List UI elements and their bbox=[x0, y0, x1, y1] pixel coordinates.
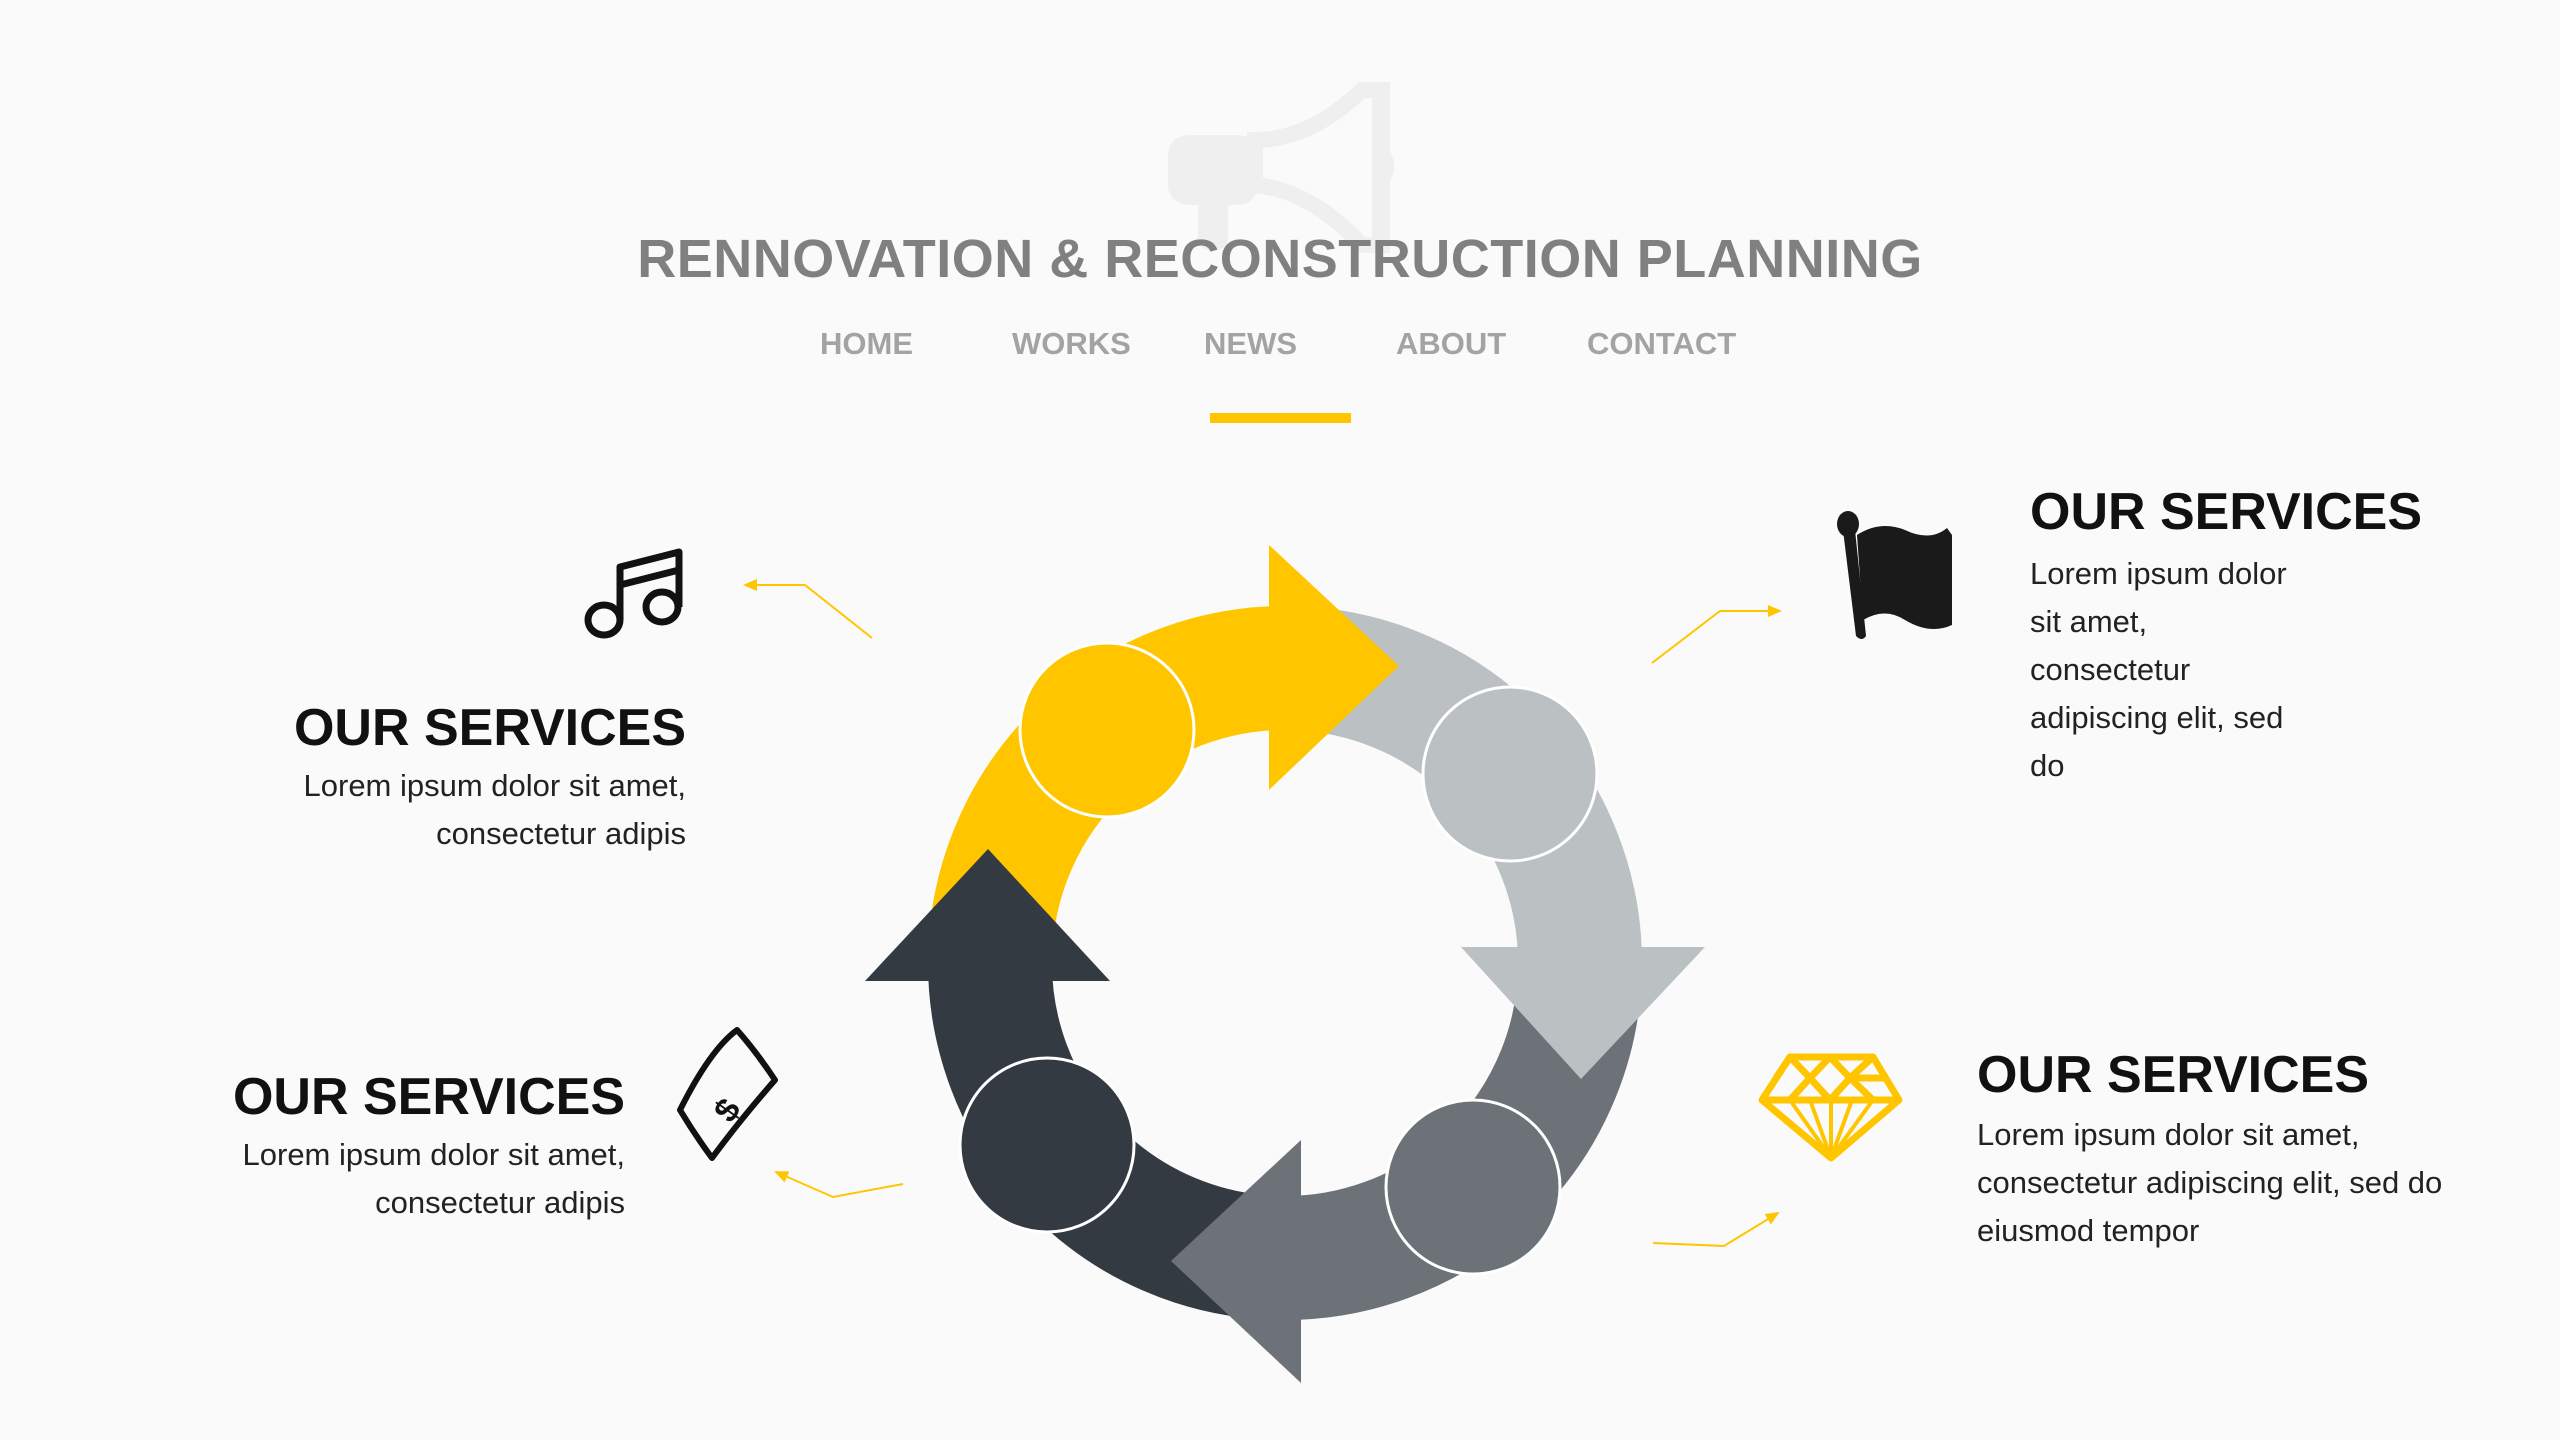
music-note-icon bbox=[584, 548, 683, 639]
nav-active-underline bbox=[1210, 413, 1351, 423]
description-line: eiusmod tempor bbox=[1977, 1213, 2200, 1248]
flag-icon bbox=[1837, 511, 1952, 639]
service-block-bottom-left: OUR SERVICES Lorem ipsum dolor sit amet,… bbox=[233, 1067, 625, 1227]
description-line: Lorem ipsum dolor sit amet, bbox=[1977, 1117, 2360, 1152]
description-line: adipiscing elit, sed bbox=[2030, 700, 2284, 735]
service-description: Lorem ipsum dolor sit amet, consectetur … bbox=[294, 762, 686, 858]
service-description: Lorem ipsum dolor sit amet, consectetur … bbox=[2030, 550, 2422, 790]
step-circle-mid-gray bbox=[1384, 1098, 1562, 1276]
step-circle-dark bbox=[958, 1056, 1136, 1234]
arrowhead-yellow bbox=[1269, 545, 1399, 790]
arrowhead-mid-gray bbox=[1171, 1140, 1301, 1383]
step-circle-light-gray bbox=[1421, 685, 1599, 863]
service-block-top-left: OUR SERVICES Lorem ipsum dolor sit amet,… bbox=[294, 698, 686, 858]
nav-contact[interactable]: CONTACT bbox=[1587, 326, 1737, 361]
description-line: do bbox=[2030, 748, 2065, 783]
nav-home[interactable]: HOME bbox=[820, 326, 913, 361]
description-line: Lorem ipsum dolor sit amet, bbox=[303, 768, 686, 803]
service-description: Lorem ipsum dolor sit amet, consectetur … bbox=[233, 1131, 625, 1227]
arrowhead-dark bbox=[865, 849, 1110, 981]
service-block-top-right: OUR SERVICES Lorem ipsum dolor sit amet,… bbox=[2030, 482, 2422, 790]
nav-about[interactable]: ABOUT bbox=[1396, 326, 1507, 361]
arrowhead-light-gray bbox=[1461, 947, 1705, 1079]
description-line: consectetur adipis bbox=[375, 1185, 625, 1220]
description-line: consectetur adipiscing elit, sed do bbox=[1977, 1165, 2443, 1200]
service-heading: OUR SERVICES bbox=[1977, 1046, 2370, 1104]
connector-line bbox=[1651, 605, 1782, 664]
description-line: sit amet, bbox=[2030, 604, 2148, 639]
service-description: Lorem ipsum dolor sit amet, consectetur … bbox=[1977, 1111, 2442, 1255]
description-line: consectetur bbox=[2030, 652, 2191, 687]
page-title: RENNOVATION & RECONSTRUCTION PLANNING bbox=[637, 229, 1923, 289]
description-line: Lorem ipsum dolor bbox=[2030, 556, 2287, 591]
diamond-icon bbox=[1758, 1053, 1903, 1162]
service-heading: OUR SERVICES bbox=[293, 699, 686, 757]
service-block-bottom-right: OUR SERVICES Lorem ipsum dolor sit amet,… bbox=[1977, 1045, 2442, 1255]
description-line: Lorem ipsum dolor sit amet, bbox=[242, 1137, 625, 1172]
service-heading: OUR SERVICES bbox=[2030, 483, 2423, 541]
nav-works[interactable]: WORKS bbox=[1012, 326, 1131, 361]
step-circle-yellow bbox=[1018, 641, 1196, 819]
nav-news[interactable]: NEWS bbox=[1204, 326, 1297, 361]
connector-line bbox=[774, 1171, 904, 1199]
money-bill-icon: $ bbox=[677, 1027, 778, 1161]
service-heading: OUR SERVICES bbox=[232, 1068, 625, 1126]
connector-line bbox=[743, 579, 873, 639]
description-line: consectetur adipis bbox=[436, 816, 686, 851]
connector-line bbox=[1652, 1211, 1780, 1248]
